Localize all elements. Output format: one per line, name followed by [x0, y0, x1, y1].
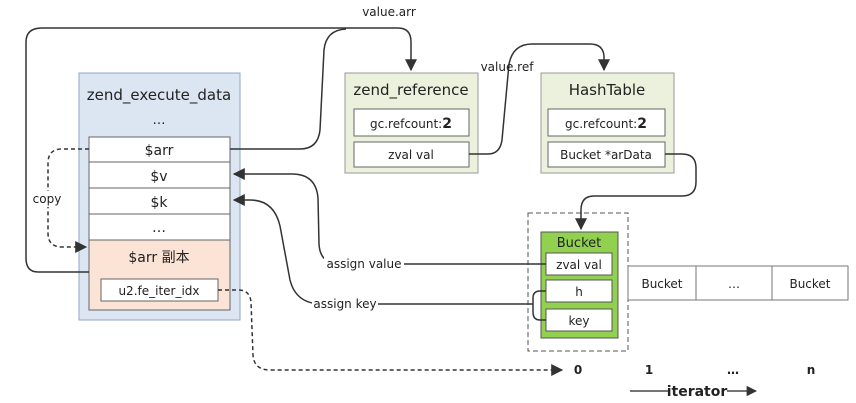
- hashtable-title: HashTable: [569, 81, 646, 99]
- bucket-key: key: [568, 314, 589, 328]
- assign-value-arrow: [232, 168, 546, 265]
- assign-key-arrow: [232, 194, 376, 305]
- zend-reference-box: zend_reference gc.refcount:2 zval val: [344, 72, 479, 174]
- execute-data-title: zend_execute_data: [87, 86, 231, 105]
- reference-title: zend_reference: [353, 81, 468, 100]
- value-arr-label: value.arr: [362, 5, 416, 19]
- ardata-to-bucket-arrow: [575, 153, 697, 231]
- row-arr: [88, 136, 231, 163]
- execute-data-frame: zend_execute_data … $arr $v $k … $arr 副本…: [78, 72, 241, 321]
- value-ref-label: value.ref: [481, 60, 535, 74]
- hashtable-refcount: gc.refcount:2: [565, 116, 647, 132]
- bucket-h: h: [575, 285, 583, 299]
- row-k: [88, 187, 231, 215]
- arr-to-reference-line: [230, 28, 347, 150]
- bucket-row-label-1: Bucket: [641, 277, 682, 291]
- reference-refcount: gc.refcount:2: [370, 116, 452, 132]
- index-0: 0: [574, 363, 582, 377]
- reference-refcount-box: [353, 108, 470, 137]
- row-dots-label: …: [152, 220, 166, 236]
- assign-value-label: assign value: [326, 257, 401, 271]
- bucket-row: Bucket … Bucket: [627, 265, 849, 301]
- hashtable-box: HashTable gc.refcount:2 Bucket *arData: [540, 72, 675, 174]
- copy-label-bg: [30, 191, 66, 207]
- index-1: 1: [645, 363, 653, 377]
- bucket-row-cell-1: [627, 265, 697, 301]
- hashtable-ardata-box: [547, 141, 666, 168]
- bucket-title: Bucket: [557, 236, 601, 251]
- assign-key-label: assign key: [313, 297, 376, 311]
- value-ref-arrow: [469, 43, 610, 155]
- execute-data-dots: …: [153, 113, 166, 128]
- assign-key-brace: [376, 290, 546, 321]
- value-arr-arrow: [25, 27, 417, 273]
- reference-zval: zval val: [388, 148, 434, 162]
- bucket-row-label-2: …: [728, 277, 740, 291]
- row-arr-label: $arr: [145, 143, 174, 159]
- bucket-row-label-3: Bucket: [789, 277, 830, 291]
- iter-idx-label: u2.fe_iter_idx: [118, 284, 199, 298]
- index-dots: …: [727, 363, 739, 377]
- bucket-box: Bucket zval val h key: [540, 231, 619, 339]
- reference-zval-box: [353, 141, 470, 168]
- hashtable-refcount-box: [547, 108, 666, 137]
- hashtable-ardata: Bucket *arData: [560, 148, 652, 162]
- index-n: n: [807, 363, 816, 377]
- copy-label: copy: [33, 192, 62, 206]
- iter-idx-arrow: [218, 289, 564, 376]
- row-v-label: $v: [150, 169, 167, 185]
- bucket-zval: zval val: [556, 258, 602, 272]
- row-arr-copy-label: $arr 副本: [128, 250, 189, 266]
- iterator-label: iterator: [667, 384, 728, 400]
- bucket-row-cell-2: [695, 265, 773, 301]
- assign-value-label-bg: [324, 256, 404, 272]
- bucket-row-cell-3: [771, 265, 849, 301]
- row-k-label: $k: [150, 195, 168, 211]
- assign-key-label-bg: [312, 297, 378, 313]
